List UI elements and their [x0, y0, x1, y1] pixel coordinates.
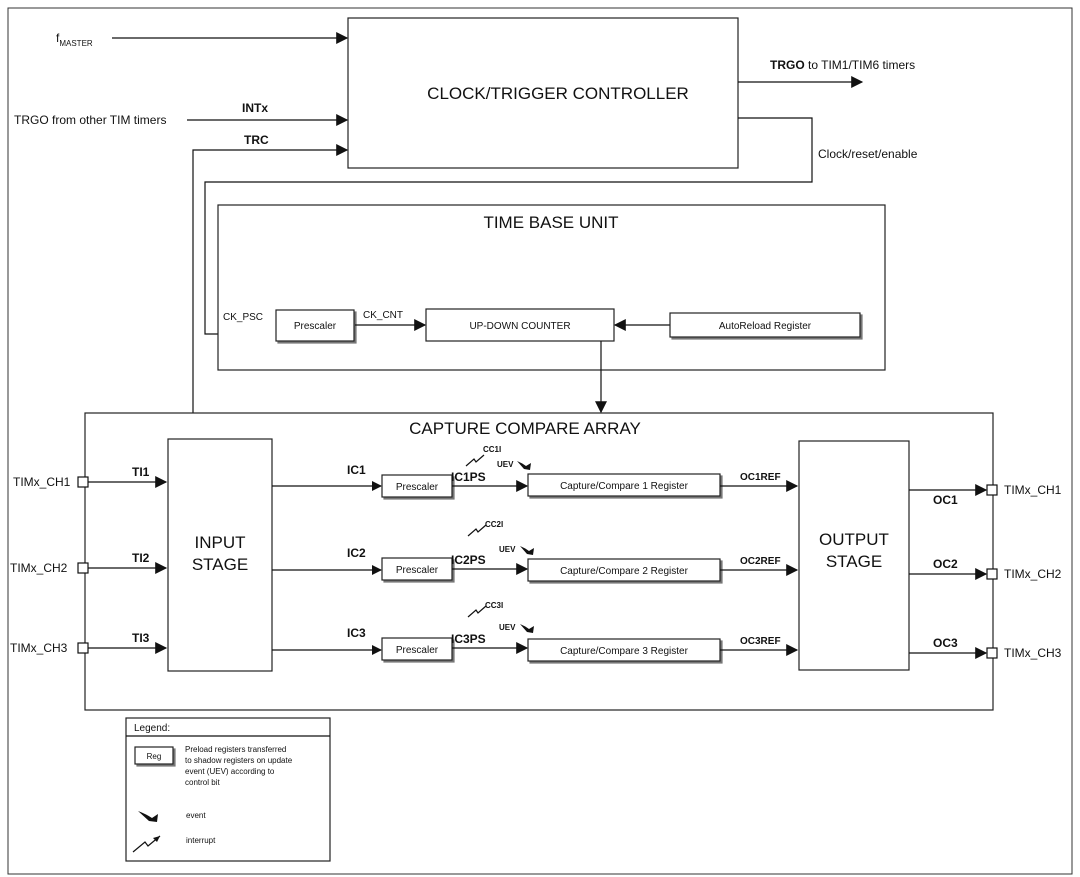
ch1-output-pin: [986, 484, 998, 496]
ch2-uev-label: UEV: [499, 545, 516, 554]
ck-psc-label: CK_PSC: [223, 312, 263, 323]
ch3-icps-label: IC3PS: [451, 632, 486, 646]
ch3-input-pin: [77, 642, 89, 654]
ck-cnt-label: CK_CNT: [363, 310, 403, 321]
ch2-output-pin: [986, 568, 998, 580]
ch1-input-pin: [77, 476, 89, 488]
channel-3: TIMx_CH3 TI3 IC3 Prescaler IC3PS CC3I UE…: [10, 601, 1062, 662]
ch3-output-pin: [986, 647, 998, 659]
intx-label: INTx: [242, 101, 268, 115]
ch3-event-icon: [520, 624, 534, 633]
trc-label: TRC: [244, 133, 269, 147]
ch1-ic-label: IC1: [347, 463, 366, 477]
ch1-output-pin-label: TIMx_CH1: [1004, 483, 1062, 497]
ch1-interrupt-icon: [465, 454, 485, 467]
ch1-icps-label: IC1PS: [451, 470, 486, 484]
autoreload-register-box: [669, 312, 861, 338]
ch2-prescaler-label: Prescaler: [396, 565, 439, 576]
ch2-input-pin: [77, 562, 89, 574]
output-stage-box: [798, 440, 910, 671]
ch1-event-icon: [517, 461, 531, 470]
legend-interrupt-label: interrupt: [186, 836, 216, 845]
input-stage-label-1: INPUT: [195, 533, 246, 552]
channel-1: TIMx_CH1 TI1 IC1 Prescaler IC1PS CC1I UE…: [13, 445, 1062, 507]
ch3-register-label: Capture/Compare 3 Register: [560, 646, 689, 657]
ch3-uev-label: UEV: [499, 623, 516, 632]
ch1-uev-label: UEV: [497, 460, 514, 469]
ch3-input-pin-label: TIMx_CH3: [10, 641, 68, 655]
ch1-register-box: [527, 473, 721, 497]
channel-2: TIMx_CH2 TI2 IC2 Prescaler IC2PS CC2I UE…: [10, 520, 1062, 582]
output-stage-label-2: STAGE: [826, 552, 882, 571]
ch3-interrupt-icon: [467, 605, 487, 618]
ch2-event-icon: [520, 546, 534, 555]
ch2-interrupt-icon: [467, 524, 487, 537]
trgo-from-other-label: TRGO from other TIM timers: [14, 113, 166, 127]
legend-reg-box: [134, 746, 174, 765]
ch1-input-pin-label: TIMx_CH1: [13, 475, 71, 489]
trgo-out-label: TRGO to TIM1/TIM6 timers: [770, 58, 915, 72]
legend-event-label: event: [186, 811, 206, 820]
legend-reg-desc-2: to shadow registers on update: [185, 756, 293, 765]
time-base-unit-label: TIME BASE UNIT: [483, 213, 618, 232]
clock-trigger-controller-box: [347, 17, 739, 169]
input-stage-box: [167, 438, 273, 672]
clock-trigger-controller-label: CLOCK/TRIGGER CONTROLLER: [427, 84, 689, 103]
ch1-cci-label: CC1I: [483, 445, 501, 454]
output-stage-label-1: OUTPUT: [819, 530, 889, 549]
ch3-prescaler-label: Prescaler: [396, 645, 439, 656]
outer-frame: [7, 7, 1073, 875]
ch1-oc-label: OC1: [933, 493, 958, 507]
ch2-icps-label: IC2PS: [451, 553, 486, 567]
ch3-ocref-label: OC3REF: [740, 636, 781, 647]
tbu-prescaler-label: Prescaler: [294, 321, 337, 332]
legend-reg-desc-4: control bit: [185, 778, 220, 787]
capture-compare-array-label: CAPTURE COMPARE ARRAY: [409, 419, 641, 438]
clock-reset-enable-label: Clock/reset/enable: [818, 147, 918, 161]
ch3-ti-label: TI3: [132, 631, 150, 645]
up-down-counter-label: UP-DOWN COUNTER: [469, 321, 570, 332]
fmaster-label: fMASTER: [56, 31, 93, 48]
ch2-ocref-label: OC2REF: [740, 556, 781, 567]
legend: Legend: Reg Preload registers transferre…: [125, 717, 331, 862]
legend-interrupt-arrowhead: [153, 836, 160, 842]
ch2-ti-label: TI2: [132, 551, 150, 565]
ch3-oc-label: OC3: [933, 636, 958, 650]
ch2-cci-label: CC2I: [485, 520, 503, 529]
trc-line: [192, 144, 349, 438]
legend-title: Legend:: [134, 723, 170, 734]
ch1-ti-label: TI1: [132, 465, 150, 479]
legend-reg-desc-3: event (UEV) according to: [185, 767, 275, 776]
ch1-register-label: Capture/Compare 1 Register: [560, 481, 689, 492]
ch2-oc-label: OC2: [933, 557, 958, 571]
ch2-input-pin-label: TIMx_CH2: [10, 561, 68, 575]
legend-interrupt-icon: [132, 835, 161, 853]
ch3-prescaler-box: [381, 637, 453, 661]
ch3-cci-label: CC3I: [485, 601, 503, 610]
up-down-counter-box: [425, 308, 615, 342]
time-base-unit-box: [217, 204, 886, 371]
autoreload-register-label: AutoReload Register: [719, 321, 812, 332]
tbu-prescaler-box: [275, 309, 355, 342]
ch3-output-pin-label: TIMx_CH3: [1004, 646, 1062, 660]
legend-event-icon: [138, 811, 158, 822]
ch2-ic-label: IC2: [347, 546, 366, 560]
input-stage-label-2: STAGE: [192, 555, 248, 574]
ch2-output-pin-label: TIMx_CH2: [1004, 567, 1062, 581]
ch1-prescaler-label: Prescaler: [396, 482, 439, 493]
ch3-ic-label: IC3: [347, 626, 366, 640]
ch2-register-label: Capture/Compare 2 Register: [560, 566, 689, 577]
legend-reg-desc-1: Preload registers transferred: [185, 745, 286, 754]
legend-reg-label: Reg: [147, 752, 162, 761]
clock-reset-enable-line: [204, 117, 813, 340]
ch1-ocref-label: OC1REF: [740, 472, 781, 483]
legend-box: [125, 717, 331, 862]
